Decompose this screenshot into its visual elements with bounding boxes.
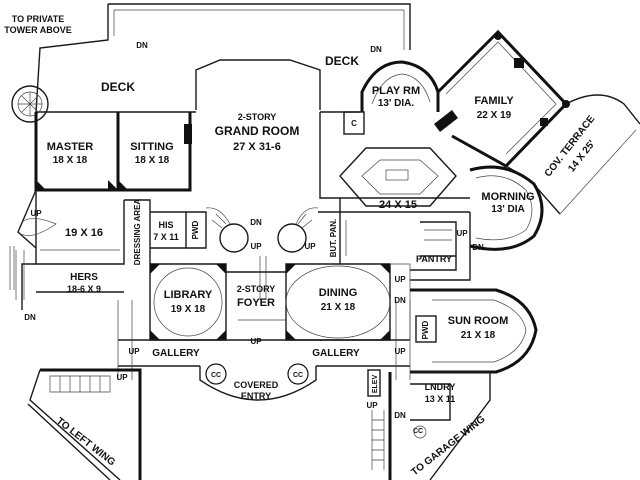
grand-room-dim: 27 X 31-6 [233, 141, 281, 153]
deck-structure [35, 3, 411, 113]
stair-up-garage: UP [366, 401, 378, 410]
garage-wing-link [367, 369, 491, 480]
sun-room-name: SUN ROOM [448, 315, 509, 327]
his-name: HIS [158, 220, 173, 230]
master-dim: 18 X 18 [53, 155, 88, 166]
foyer-walls [226, 271, 286, 321]
to-garage-wing-label: TO GARAGE WING [409, 414, 487, 478]
closet-cc-garage: CC [413, 428, 423, 435]
closet-c-label: C [351, 119, 357, 128]
play-room-walls [360, 60, 440, 112]
elevator-label: ELEV [372, 375, 379, 394]
stair-up-left-wing: UP [116, 373, 128, 382]
library-walls [149, 263, 227, 341]
pwd-right-label: PWD [421, 320, 430, 339]
deck-right-label: DECK [325, 54, 359, 68]
stair-up-gallery-right: UP [394, 347, 406, 356]
stair-dn-dining-side: DN [394, 296, 406, 305]
stair-up-foyer-left: UP [250, 242, 262, 251]
hers-name: HERS [70, 272, 98, 283]
gallery-left-label: GALLERY [152, 348, 200, 359]
butler-pantry-label: BUT. PAN. [329, 219, 338, 258]
library-name: LIBRARY [164, 289, 213, 301]
covered-entry-walls [199, 363, 317, 401]
master-name: MASTER [47, 141, 94, 153]
grand-room-line2: GRAND ROOM [215, 124, 300, 138]
bath-dim: 19 X 16 [65, 227, 103, 239]
closet-cc-right: CC [293, 372, 303, 379]
covered-entry-line2: ENTRY [241, 391, 271, 401]
private-tower [11, 85, 49, 123]
tower-note-line2: TOWER ABOVE [4, 25, 72, 35]
morning-dim: 13' DIA [491, 204, 525, 215]
stair-dn-morning: DN [472, 243, 484, 252]
tower-note-line1: TO PRIVATE [12, 14, 65, 24]
gallery-walls [117, 300, 411, 380]
laundry-name: LNDRY [425, 382, 456, 392]
left-exterior-stair [15, 250, 25, 300]
stair-dn-left: DN [24, 313, 36, 322]
grand-room-line1: 2-STORY [238, 112, 277, 122]
sitting-dim: 18 X 18 [135, 155, 170, 166]
family-dim: 22 X 19 [477, 110, 512, 121]
kitchen-dim: 24 X 15 [379, 199, 417, 211]
hers-dim: 18-6 X 9 [67, 284, 101, 294]
foyer-line2: FOYER [237, 297, 275, 309]
stair-up-morning: UP [456, 229, 468, 238]
closet-c-walls [343, 111, 365, 135]
stair-labels: DN DN DN UP UP UP UP UP UP DN UP DN DN U… [24, 41, 484, 420]
foyer-line1: 2-STORY [237, 284, 276, 294]
play-room-name: PLAY RM [372, 85, 420, 97]
his-dim: 7 X 11 [153, 232, 179, 242]
stair-dn-top-left: DN [136, 41, 148, 50]
pantry-label: PANTRY [416, 254, 452, 264]
dining-name: DINING [319, 287, 358, 299]
kitchen-walls [319, 112, 470, 257]
closet-cc-left: CC [211, 372, 221, 379]
sun-room-dim: 21 X 18 [461, 330, 496, 341]
room-labels: TO PRIVATE TOWER ABOVE DECK DECK MASTER … [4, 14, 597, 478]
covered-entry-line1: COVERED [234, 380, 279, 390]
gallery-right-label: GALLERY [312, 348, 360, 359]
left-wing-link [27, 368, 142, 480]
library-dim: 19 X 18 [171, 304, 206, 315]
stair-up-foyer-right: UP [304, 242, 316, 251]
play-room-dim: 13' DIA. [378, 98, 415, 109]
stair-dn-foyer: DN [250, 218, 262, 227]
sun-room-walls [410, 288, 538, 374]
laundry-dim: 13 X 11 [425, 394, 456, 404]
family-name: FAMILY [474, 95, 514, 107]
dining-dim: 21 X 18 [321, 302, 356, 313]
stair-dn-top-right: DN [370, 45, 382, 54]
morning-name: MORNING [481, 191, 534, 203]
master-suite-walls [9, 112, 192, 310]
stair-up-entry: UP [250, 337, 262, 346]
morning-room-walls [469, 165, 544, 251]
his-closet-walls [150, 211, 207, 249]
dressing-area-label: DRESSING AREA [133, 199, 142, 266]
pwd-left-label: PWD [191, 220, 200, 239]
stair-up-bath: UP [30, 209, 42, 218]
stair-up-gallery-left: UP [128, 347, 140, 356]
sitting-name: SITTING [130, 141, 173, 153]
to-left-wing-label: TO LEFT WING [54, 416, 117, 469]
grand-staircase [205, 207, 319, 300]
deck-left-label: DECK [101, 80, 135, 94]
stair-up-dining-side: UP [394, 275, 406, 284]
stair-dn-garage: DN [394, 411, 406, 420]
